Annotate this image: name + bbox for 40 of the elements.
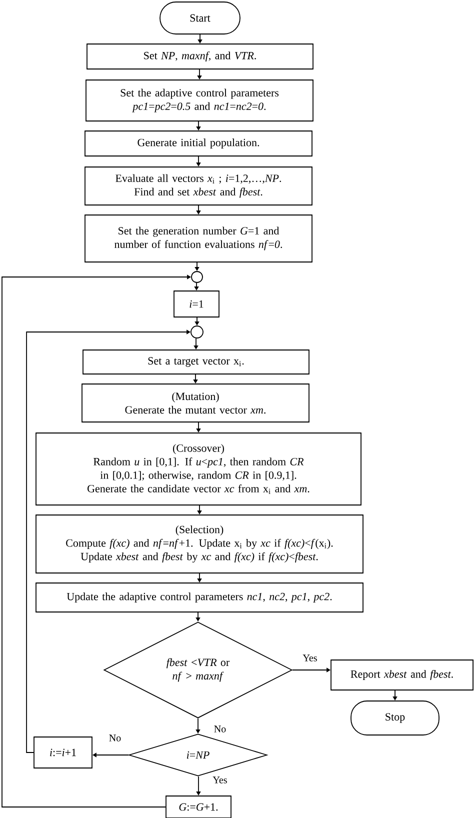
- arrow: [196, 156, 201, 166]
- process-box: G:=G+1.: [166, 796, 232, 818]
- edge-label: Yes: [212, 776, 228, 784]
- process-box: i=1: [174, 290, 220, 318]
- arrow: [196, 205, 201, 214]
- edge-label: No: [212, 724, 228, 734]
- process-box: (Selection) Compute f(xc) and nf=nf+1. Update x$_{i}$ by xc if f(xc)<f(x$_{i}$). Update xbest and fbest by xc and f(xc) if f(xc)<fbest.: [36, 514, 364, 574]
- process-box: Set the generation number G=1 and number of function evaluations nf=0.: [84, 214, 312, 262]
- arrow: [92, 752, 129, 758]
- arrow: [193, 374, 198, 384]
- arrow: [26, 330, 190, 753]
- process-box: (Mutation) Generate the mutant vector xm.: [82, 384, 310, 422]
- process-box: Set the adaptive control parameters pc1=pc2=0.5 and nc1=nc2=0.: [86, 80, 314, 122]
- arrow: [196, 422, 201, 432]
- process-box: (Crossover) Random u in [0,1]. If u<pc1, then random CR in [0,0.1]; otherwise, random CR in [0.9,1]. Generate the candidate vector xc from x$_{i}$ and xm.: [36, 432, 362, 506]
- arrow: [196, 612, 200, 622]
- connector-circle: [191, 271, 203, 283]
- edge-label: Yes: [302, 654, 318, 662]
- arrow: [194, 282, 199, 290]
- arrow: [194, 262, 200, 271]
- process-box: i:=i+1: [34, 736, 92, 768]
- process-box: Generate initial population.: [84, 130, 312, 156]
- process-box: Set NP, maxnf, and VTR.: [86, 44, 314, 70]
- process-box: Set a target vector x$_{i}$.: [82, 350, 310, 374]
- arrow: [2, 274, 191, 808]
- arrow: [194, 338, 198, 350]
- process-box: Report xbest and fbest.: [330, 660, 474, 690]
- process-box: Evaluate all vectors x$_{i}$ ; i=1,2,…,NP. Find and set xbest and fbest.: [84, 166, 312, 206]
- arrow: [197, 573, 202, 582]
- arrow: [198, 34, 202, 44]
- arrow: [196, 121, 201, 130]
- terminal-box: Start: [160, 2, 240, 34]
- arrow: [197, 505, 202, 514]
- terminal-box: Stop: [350, 700, 440, 736]
- arrow: [194, 317, 200, 326]
- edge-label: No: [108, 734, 122, 742]
- arrow: [197, 69, 202, 80]
- arrow: [292, 668, 330, 672]
- process-box: Update the adaptive control parameters nc1, nc2, pc1, pc2.: [36, 582, 364, 612]
- connector-circle: [190, 326, 204, 338]
